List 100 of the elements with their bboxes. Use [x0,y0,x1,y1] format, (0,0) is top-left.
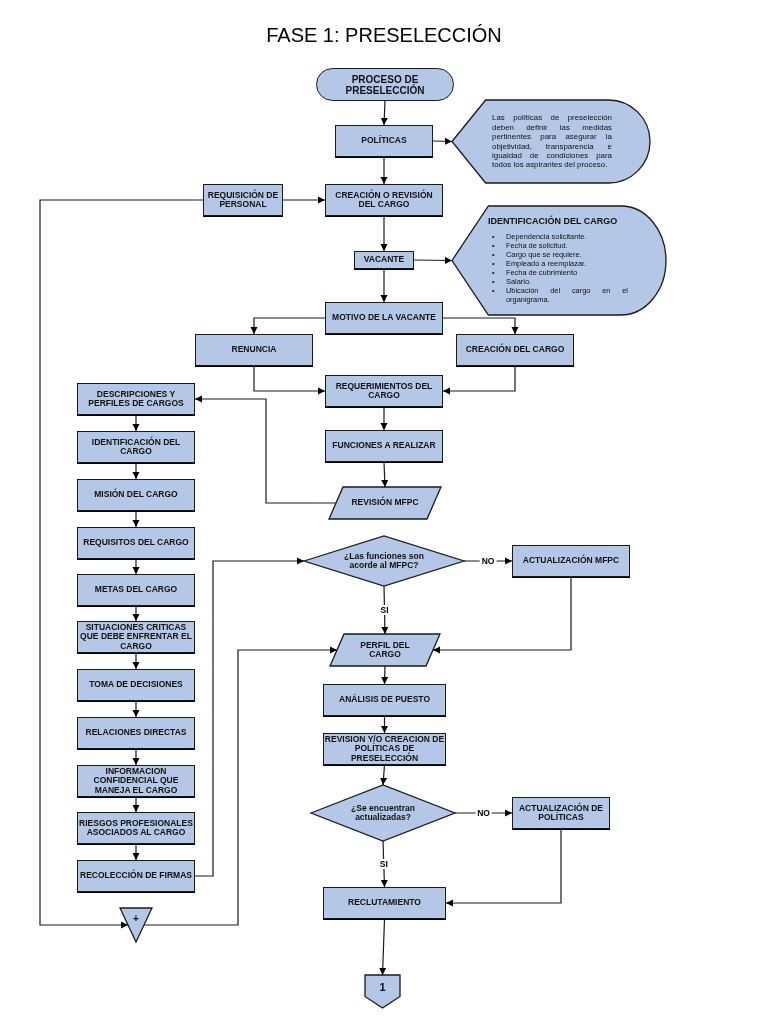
arrow [413,256,453,264]
arrow [132,462,140,480]
arrow [445,828,562,907]
process-box [77,669,195,701]
decision-diamond [311,785,455,841]
arrow [380,100,388,126]
arrow [194,557,305,877]
box-label: CREACIÓN O REVISIÓN DEL CARGO [334,190,434,210]
box-label: + [133,912,139,924]
box-label: RELACIONES DIRECTAS [85,728,187,738]
arrow [132,605,140,622]
box-label: PROCESO DE PRESELECCIÓN [344,73,426,96]
process-box [77,574,195,606]
arrow [381,461,389,488]
arrow [250,317,326,335]
box-label: MISIÓN DEL CARGO [94,490,178,500]
arrow [432,137,453,145]
arrow [143,646,338,926]
start-terminal [316,68,454,101]
arrow [132,843,140,861]
process-box [323,684,446,716]
box-label: VACANTE [363,255,405,265]
arrow [380,156,388,185]
box-label: 1 [379,981,386,994]
process-box [325,375,443,407]
edge-label: SI [377,859,390,869]
box-label: SITUACIONES CRITICAS QUE DEBE ENFRENTAR EL CARGO [79,623,193,651]
process-box [203,184,283,216]
process-box [456,334,574,366]
arrow [253,365,326,395]
box-label: MOTIVO DE LA VACANTE [332,313,436,323]
arrow [379,918,387,976]
box-label: RECOLECCIÓN DE FIRMAS [80,871,192,881]
box-label: POLÍTICAS [361,136,407,146]
note-callout [452,206,666,315]
callout-heading: IDENTIFICACIÓN DEL CARGO [488,216,618,228]
note-callout [452,100,650,183]
decision-diamond [304,536,464,586]
arrow [380,406,388,431]
process-box [325,302,443,334]
box-label: REVISION Y/O CREACION DE POLÍTICAS DE PRESELECCIÓN [324,735,445,763]
box-label: ANÁLISIS DE PUESTO [339,695,430,705]
box-label: TOMA DE DECISIONES [89,680,183,690]
arrow [379,764,388,786]
box-label: RECLUTAMIENTO [348,898,421,908]
box-label: IDENTIFICACIÓN DEL CARGO [90,437,182,457]
box-label: RIESGOS PROFESIONALES ASOCIADOS AL CARGO [78,818,194,838]
process-box [77,431,195,463]
arrow [194,395,337,504]
process-box [323,887,446,919]
offpage-connector [365,975,400,1008]
box-label: ACTUALIZACIÓN MFPC [522,556,620,566]
process-box [512,545,630,577]
box-label: PERFIL DEL CARGO [359,640,411,660]
box-label: ACTUALIZACIÓN DE POLÍTICAS [517,803,605,823]
process-box [77,717,195,749]
process-box [325,184,443,216]
arrow [132,652,140,670]
arrow [380,215,388,252]
process-box [77,812,195,844]
arrow [132,796,140,813]
box-label: RENUNCIA [231,345,277,355]
arrow [380,268,388,303]
process-box [77,383,195,415]
arrow [132,558,140,575]
box-label: REQUERIMIENTOS DEL CARGO [334,381,434,401]
arrow [442,365,516,395]
arrow [39,199,204,929]
box-label: FUNCIONES A REALIZAR [332,441,436,451]
process-box [195,334,313,366]
box-label: METAS DEL CARGO [94,585,178,595]
box-label: ¿Las funciones son acorde al MFPC? [343,551,425,571]
arrow [442,317,519,335]
arrow [132,414,140,432]
box-label: ¿Se encuentran actualizadas? [350,803,416,823]
box-label: REQUISITOS DEL CARGO [83,538,189,548]
edge-label: NO [479,556,497,566]
process-box [77,479,195,511]
process-box [335,125,433,157]
data-parallelogram [330,634,440,666]
arrow [132,700,140,718]
box-label: CREACIÓN DEL CARGO [465,345,565,355]
box-label: INFORMACION CONFIDENCIAL QUE MANEJA EL CARGO [92,767,180,795]
process-box [325,430,443,462]
merge-triangle [120,908,152,942]
box-label: REVISIÓN MFPC [350,498,420,508]
process-box [354,251,414,269]
arrow [282,196,326,204]
edge-label: NO [475,808,492,818]
process-box [77,765,195,797]
process-box [77,527,195,559]
arrow [380,715,389,734]
page-title: FASE 1: PRESELECCIÓN [265,24,503,47]
edge-label: SI [378,605,391,615]
arrow [381,665,389,685]
arrow [432,576,572,654]
process-box [512,797,610,829]
data-parallelogram [329,487,441,519]
box-label: REQUISICIÓN DE PERSONAL [206,190,280,210]
box-label: DESCRIPCIONES Y PERFILES DE CARGOS [87,389,185,409]
